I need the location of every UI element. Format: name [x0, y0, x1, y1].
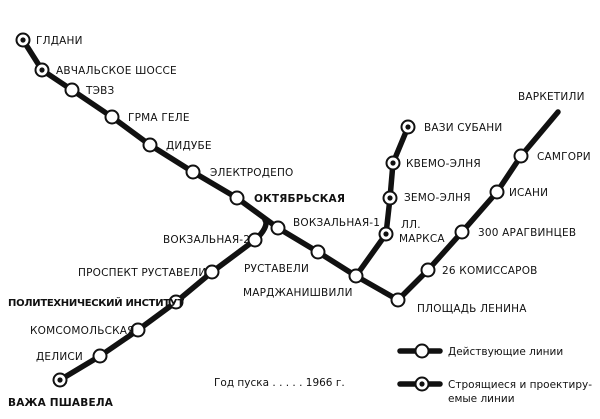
active-stations	[64, 82, 529, 364]
station-26-komissarov[interactable]	[420, 262, 436, 278]
legend-planned-text-2: емые линии	[448, 393, 515, 405]
station-delisi[interactable]	[92, 348, 108, 364]
station-ploshchad-lenina[interactable]	[390, 292, 406, 308]
station-avchala[interactable]	[34, 62, 50, 78]
label-komsomolskaya: КОМСОМОЛЬСКАЯ	[30, 325, 135, 337]
station-prospekt-rustaveli[interactable]	[204, 264, 220, 280]
label-vazha: ВАЖА ПШАВЕЛА	[8, 397, 114, 409]
label-avchala: АВЧАЛЬСКОЕ ШОССЕ	[56, 65, 177, 77]
station-oktyabrskaya[interactable]	[229, 190, 245, 206]
station-elektrodepo[interactable]	[185, 164, 201, 180]
label-vokzalnaya-2: ВОКЗАЛЬНАЯ-2	[163, 234, 250, 246]
label-vazi-subani: ВАЗИ СУБАНИ	[424, 122, 502, 134]
label-26-komissarov: 26 КОМИССАРОВ	[442, 265, 538, 277]
station-vazi-subani[interactable]	[400, 119, 416, 135]
label-300-aragvintsev: 300 АРАГВИНЦЕВ	[478, 227, 576, 239]
label-zemo-elnya: ЗЕМО-ЭЛНЯ	[404, 192, 471, 204]
station-marksa[interactable]	[378, 226, 394, 242]
label-vokzalnaya-1: ВОКЗАЛЬНАЯ-1	[293, 217, 380, 229]
label-prospekt-rustaveli: ПРОСПЕКТ РУСТАВЕЛИ	[78, 267, 206, 279]
legend-planned-text-1: Строящиеся и проектиру-	[448, 379, 592, 391]
legend-planned: Строящиеся и проектиру- емые линии	[397, 376, 592, 405]
label-mardzhanishvili: МАРДЖАНИШВИЛИ	[243, 287, 353, 299]
label-grma-gele: ГРМА ГЕЛЕ	[128, 112, 190, 124]
launch-year-text: Год пуска . . . . . 1966 г.	[214, 377, 345, 389]
station-grma-gele[interactable]	[104, 109, 120, 125]
station-rustaveli[interactable]	[310, 244, 326, 260]
station-gldani[interactable]	[15, 32, 31, 48]
label-ploshchad-lenina: ПЛОЩАДЬ ЛЕНИНА	[417, 303, 527, 315]
station-zemo-elnya[interactable]	[382, 190, 398, 206]
label-elektrodepo: ЭЛЕКТРОДЕПО	[210, 167, 294, 179]
label-delisi: ДЕЛИСИ	[36, 351, 83, 363]
label-marksa-2: МАРКСА	[399, 233, 445, 245]
legend-active-text: Действующие линии	[448, 346, 563, 358]
label-kvemo-elnya: КВЕМО-ЭЛНЯ	[406, 158, 481, 170]
station-tevz[interactable]	[64, 82, 80, 98]
station-labels: ГЛДАНИ АВЧАЛЬСКОЕ ШОССЕ ТЭВЗ ГРМА ГЕЛЕ Д…	[8, 35, 591, 409]
label-didube: ДИДУБЕ	[166, 140, 212, 152]
legend: Действующие линии Строящиеся и проектиру…	[397, 343, 592, 405]
station-kvemo-elnya[interactable]	[385, 155, 401, 171]
label-varketili: ВАРКЕТИЛИ	[518, 91, 585, 103]
station-mardzhanishvili[interactable]	[348, 268, 364, 284]
label-tevz: ТЭВЗ	[85, 85, 115, 97]
station-300-aragvintsev[interactable]	[454, 224, 470, 240]
track-planned	[353, 124, 411, 279]
station-komsomolskaya[interactable]	[130, 322, 146, 338]
station-vazha[interactable]	[52, 372, 68, 388]
label-gldani: ГЛДАНИ	[36, 35, 83, 47]
label-marksa-1: ЛЛ.	[401, 219, 421, 231]
legend-active-station-icon	[414, 343, 430, 359]
label-rustaveli: РУСТАВЕЛИ	[244, 263, 309, 275]
station-isani[interactable]	[489, 184, 505, 200]
station-didube[interactable]	[142, 137, 158, 153]
station-politekh[interactable]	[168, 294, 184, 310]
label-isani: ИСАНИ	[509, 187, 548, 199]
station-vokzalnaya-2[interactable]	[247, 232, 263, 248]
label-samgori: САМГОРИ	[537, 151, 591, 163]
legend-active: Действующие линии	[397, 343, 563, 359]
planned-stations	[15, 32, 416, 388]
label-oktyabrskaya: ОКТЯБРЬСКАЯ	[254, 193, 345, 205]
label-politekh: ПОЛИТЕХНИЧЕСКИЙ ИНСТИТУТ	[8, 296, 184, 309]
station-samgori[interactable]	[513, 148, 529, 164]
station-vokzalnaya-1[interactable]	[270, 220, 286, 236]
legend-planned-station-dot	[419, 381, 425, 387]
